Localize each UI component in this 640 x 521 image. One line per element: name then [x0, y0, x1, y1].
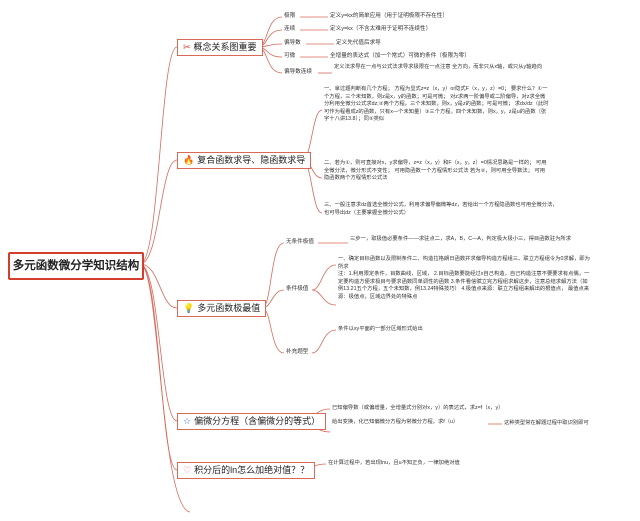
branch-composite-implicit-derivatives[interactable]: 🔥 复合函数求导、隐函数求导 — [177, 152, 312, 169]
paragraph-3: 三、一般注意求dz首选全微分公式，利用求偏导偏微等dz，若给出一个方程隐函数也可… — [324, 202, 558, 216]
leaf-text: 三步一，取极值必要条件——求驻点二，求A，B，C—A，判定极大极小三，得目函数驻… — [350, 236, 572, 242]
branch-partial-differential-equations[interactable]: ☆ 偏微分方程（含偏微分的等式） — [177, 413, 327, 430]
connector-root-b4 — [139, 263, 178, 422]
leaf-text: 定义y=kx（不含太难用于证明不连续性） — [330, 26, 432, 32]
fire-icon: 🔥 — [183, 155, 195, 165]
leaf-text: 给出变换，化已知偏微分方程为常微分方程，求f（u） — [332, 419, 459, 425]
paragraph-1: 一、拿过题判断有几个方程； 方程为显式z=z（x，y）or隐式F（x，y，z）=… — [324, 86, 549, 123]
leaf-text: 在计算过程中，若出现lnu，且u不知正负，一律加绝对值 — [328, 460, 460, 466]
lightbulb-icon: 💡 — [183, 303, 195, 313]
leaf-text: 全增量的表达式（加一个常式）可微的条件（极限为零） — [330, 53, 470, 59]
leaf-label: 无条件极值 — [286, 239, 314, 245]
branch-title: 复合函数求导、隐函数求导 — [197, 155, 306, 165]
branch-title: 概念关系图重要 — [193, 42, 257, 52]
root-node: 多元函数微分学知识结构 — [8, 252, 144, 280]
leaf-text: 一、确定目标函数以及限制条件二、构造拉格朗日函数并求偏导构造方程组三、联立方程组… — [338, 256, 590, 300]
leaf-text: 定义y=kx的简单应用（用于证明极限不存在性） — [330, 13, 448, 19]
branch-title: 多元函数极最值 — [197, 303, 261, 313]
note-text: 这种类型常在解题过程中取识别即可 — [504, 420, 589, 426]
branch-extrema[interactable]: 💡 多元函数极最值 — [177, 300, 267, 317]
connector-root-b6 — [139, 263, 191, 513]
connector-root-b3 — [139, 263, 178, 309]
leaf-text: 定义先代值后求导 — [336, 40, 381, 46]
branch-title: 偏微分方程（含偏微分的等式） — [194, 416, 321, 426]
connector-root-b2 — [139, 159, 178, 265]
leaf-text: 已知偏导数（或偏增量，全增量式分别对x，y）的表达式，求z=f（x，y） — [332, 405, 504, 411]
branch-title: 积分后的ln怎么加绝对值？？ — [194, 465, 310, 475]
leaf-text: 定义法求导在一点与公式法求导求极限在一点注意 全方向，而非只从x轴，或只从y轴趋… — [334, 64, 543, 70]
leaf-label: 条件极值 — [286, 286, 309, 292]
leaf-text: 条件以xy平面的一部分区域形式给出 — [338, 326, 423, 332]
connector-root-b1 — [139, 46, 178, 265]
paragraph-2: 二、若为①，则可直接对x，y求偏导，z=z（x，y）和F（x，y，z）=0情况思… — [324, 160, 547, 182]
connector-root-b5 — [139, 263, 178, 471]
leaf-label: 补充题型 — [286, 349, 309, 355]
branch-concept-relations[interactable]: ✂ 概念关系图重要 — [177, 39, 263, 56]
leaf-label: 偏导数连续 — [284, 69, 312, 75]
tools-icon: ✂ — [183, 42, 191, 52]
branch-ln-absolute-value[interactable]: ♡ 积分后的ln怎么加绝对值？？ — [177, 462, 316, 479]
leaf-label: 连续 — [284, 26, 296, 32]
leaf-label: 可微 — [284, 53, 296, 59]
star-icon: ☆ — [183, 416, 192, 426]
leaf-label: 极限 — [284, 13, 296, 19]
leaf-label: 偏导数 — [284, 40, 301, 46]
heart-icon: ♡ — [183, 465, 192, 475]
